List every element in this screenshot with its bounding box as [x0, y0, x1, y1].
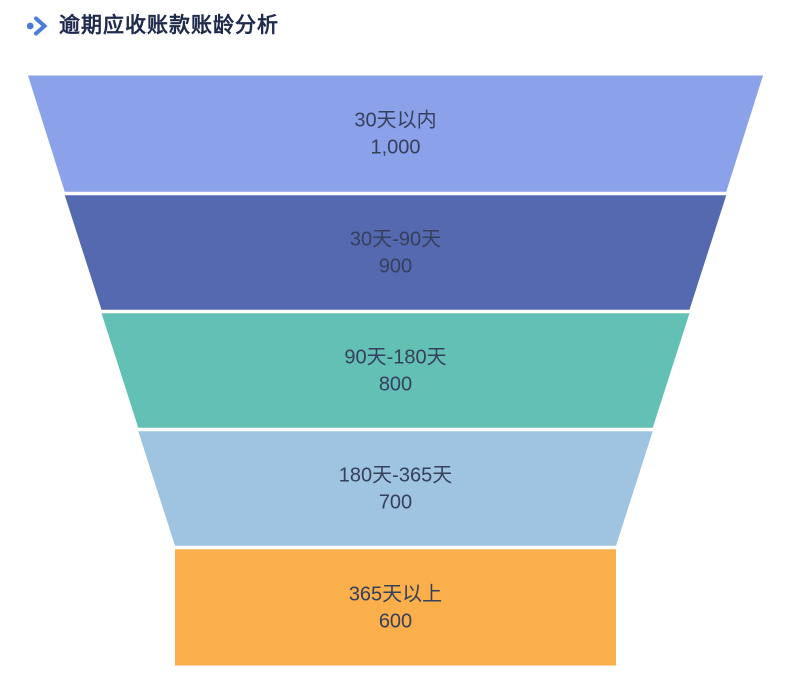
chart-header: 逾期应收账款账龄分析 [26, 12, 279, 40]
funnel-segment-2[interactable] [64, 195, 727, 310]
funnel-segment-5[interactable] [175, 549, 616, 666]
funnel-segment-1[interactable] [28, 75, 763, 192]
funnel-segment-4[interactable] [138, 431, 653, 546]
page-title: 逾期应收账款账龄分析 [59, 14, 279, 37]
funnel-segment-3[interactable] [101, 313, 690, 428]
dot-chevron-right-icon [26, 14, 50, 38]
